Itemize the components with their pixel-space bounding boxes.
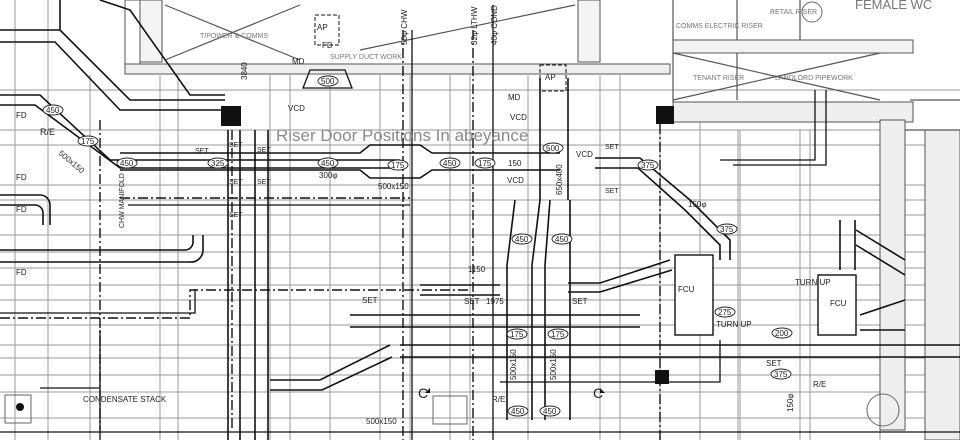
ap-label: AP (317, 23, 328, 32)
set-label: SET (605, 188, 619, 195)
dim-label: 1975 (486, 297, 504, 306)
condensate-stack-icon (16, 403, 24, 411)
room-label-landlord-pipework: LANDLORD PIPEWORK (775, 75, 853, 82)
vcd-label-2: VCD (510, 113, 527, 122)
re-label-2: R/E (492, 395, 505, 404)
dim-tag: 450 (543, 407, 557, 416)
fd-label-5: FD (16, 268, 27, 277)
dim-tag: 450 (120, 159, 134, 168)
dim-label: 150 (508, 159, 522, 168)
set-label: SET (766, 359, 782, 368)
room-label-retail-riser: RETAIL RISER (770, 9, 817, 16)
fcu-label: FCU (678, 285, 695, 294)
set-label: SET (572, 297, 588, 306)
fcu-unit-right[interactable] (817, 274, 857, 336)
dim-tag: 450 (511, 407, 525, 416)
room-label-supply-ductwork: SUPPLY DUCT WORK (330, 54, 402, 61)
set-label: SET (605, 144, 619, 151)
set-label: SET (362, 296, 378, 305)
fcu-unit-left[interactable] (674, 254, 714, 336)
condensate-label: CONDENSATE STACK (83, 395, 167, 404)
dim-label: 500x150 (549, 349, 558, 380)
dim-label: 500x150 (366, 417, 397, 426)
vcd-label-4: VCD (507, 176, 524, 185)
ap-label-2: AP (545, 73, 556, 82)
turn-up-label: TURN UP (716, 320, 752, 329)
room-label-female-wc: FEMALE WC (855, 0, 932, 12)
set-label: SET (229, 142, 243, 149)
vcd-label-3: VCD (576, 150, 593, 159)
riser-door-note: Riser Door Positions In abeyance (276, 126, 528, 145)
pipe-label-lthw: 32φ LTHW (470, 6, 479, 45)
dim-tag: 450 (321, 159, 335, 168)
set-label: SET (229, 179, 243, 186)
dim-tag: 175 (478, 159, 492, 168)
set-label: SET (229, 212, 243, 219)
set-label: SET (257, 147, 271, 154)
dim-tag: 375 (774, 370, 788, 379)
dim-tag: 175 (81, 137, 95, 146)
set-label: SET (464, 297, 480, 306)
fd-label: FD (322, 41, 333, 50)
dim-label: 500x150 (378, 182, 409, 191)
dim-tag: 175 (510, 330, 524, 339)
fd-label-4: FD (16, 205, 27, 214)
md-label: MD (292, 57, 305, 66)
room-label-power-comms: T/POWER & COMMS (200, 33, 268, 40)
dim-tag: 450 (443, 159, 457, 168)
walls (124, 0, 960, 440)
dim-tag: 175 (391, 161, 405, 170)
chw-manifold-label: CHW MANIFOLD (119, 173, 126, 228)
dim-label: 1150 (468, 265, 486, 274)
dim-label: 150φ (786, 393, 795, 412)
fd-label-2: FD (16, 111, 27, 120)
md-label-2: MD (508, 93, 521, 102)
re-label-3: R/E (813, 380, 826, 389)
labels: T/POWER & COMMS SUPPLY DUCT WORK COMMS E… (16, 0, 932, 426)
dim-label: 500x150 (57, 149, 87, 176)
dim-label: 500x150 (509, 349, 518, 380)
room-label-comms-electric-riser: COMMS ELECTRIC RISER (676, 23, 763, 30)
dim-tag: 375 (641, 161, 655, 170)
pipe-label-cond: 40φ COND (490, 5, 499, 45)
dim-3840: 3840 (240, 62, 249, 80)
dim-label: 300φ (319, 171, 338, 180)
dim-tag: 450 (555, 235, 569, 244)
dimension-tags (42, 75, 793, 417)
dim-tag: 450 (515, 235, 529, 244)
fcu-label-2: FCU (830, 299, 847, 308)
dim-tag: 275 (718, 308, 732, 317)
dim-label: 650x400 (555, 164, 564, 195)
dim-tag: 325 (211, 159, 225, 168)
dim-tag: 175 (551, 330, 565, 339)
re-label: R/E (40, 127, 55, 137)
pipe-label-chw: 50φ CHW (400, 9, 409, 45)
vcd-label: VCD (288, 104, 305, 113)
equipment (4, 1, 900, 427)
pipework (0, 5, 960, 440)
room-label-tenant-riser: TENANT RISER (693, 75, 744, 82)
dim-tag: 375 (720, 225, 734, 234)
set-label: SET (257, 179, 271, 186)
turn-up-label-2: TURN UP (795, 278, 831, 287)
dim-label: 150φ (688, 200, 707, 209)
dim-tag: 500 (321, 77, 335, 86)
dim-tag: 450 (46, 106, 60, 115)
section-marker-c-2: C (593, 385, 603, 401)
set-label: SET (195, 148, 209, 155)
fd-label-3: FD (16, 173, 27, 182)
dim-tag: 200 (775, 329, 789, 338)
section-marker-c: C (418, 385, 428, 401)
dim-tag: 500 (546, 144, 560, 153)
